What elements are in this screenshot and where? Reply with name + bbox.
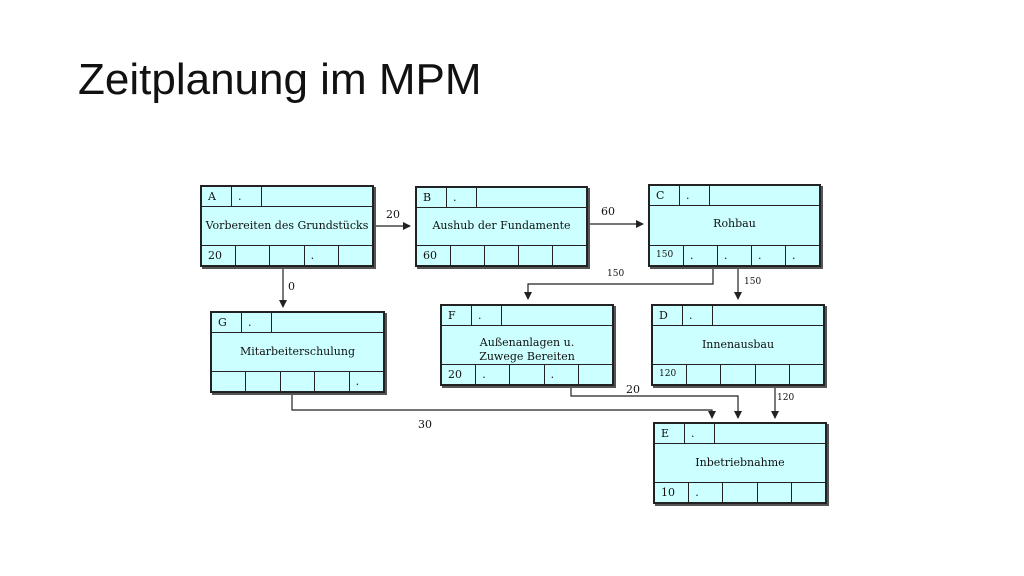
node-g-name: Mitarbeiterschulung [240, 345, 355, 358]
node-a-cell [339, 246, 372, 265]
node-g-top-value: . [242, 313, 272, 333]
edge-label-c-d: 150 [744, 277, 762, 287]
edge-g-e [291, 392, 716, 419]
node-a-id: A [202, 187, 232, 207]
node-f-cell [579, 365, 612, 384]
node-b-cell: 60 [417, 246, 451, 265]
node-e: E . Inbetriebnahme 10 . [653, 422, 827, 504]
node-e-top-value: . [685, 424, 715, 444]
node-c-cell: 150 [650, 246, 684, 265]
node-e-cell [758, 483, 792, 502]
node-f-id: F [442, 306, 472, 326]
node-f-cell [510, 365, 545, 384]
node-a-cell [236, 246, 271, 265]
edge-f-e [570, 386, 742, 419]
node-b-cell [485, 246, 519, 265]
node-a-cell [270, 246, 305, 265]
node-g-cell [246, 372, 281, 391]
node-b-cell [451, 246, 485, 265]
node-b: B . Aushub der Fundamente 60 [415, 186, 588, 267]
node-d-name: Innenausbau [701, 338, 775, 351]
slide-title: Zeitplanung im MPM [78, 55, 482, 104]
node-g-cell: . [355, 375, 360, 388]
node-d-cell: 120 [653, 365, 688, 384]
node-g-cell [281, 372, 316, 391]
node-d-cell [790, 365, 823, 384]
node-e-cell: . [689, 483, 724, 502]
node-c-id: C [650, 186, 680, 206]
node-b-top-value: . [447, 188, 477, 208]
edge-label-f-e: 20 [626, 383, 640, 396]
node-c-cell: . [718, 246, 752, 265]
node-b-cell [519, 246, 553, 265]
node-d-cell [756, 365, 790, 384]
node-c: C . Rohbau 150 . . . . [648, 184, 821, 267]
node-d-cell [721, 365, 756, 384]
node-f: F . Außenanlagen u. Zuwege Bereiten 20 .… [440, 304, 614, 386]
node-d-cell [687, 365, 722, 384]
node-c-cell: . [752, 246, 786, 265]
node-e-cell [723, 483, 758, 502]
node-a-top-value: . [232, 187, 262, 207]
node-e-cell [792, 483, 825, 502]
node-g-id: G [212, 313, 242, 333]
node-g-cell [212, 372, 247, 391]
edge-label-a-g: 0 [288, 280, 295, 293]
node-b-cell [553, 246, 586, 265]
edge-label-g-e: 30 [418, 418, 432, 431]
node-a: A . Vorbereiten des Grundstücks 20 . [200, 185, 374, 267]
edge-label-b-c: 60 [601, 205, 615, 218]
edge-c-f [524, 267, 714, 300]
node-a-name: Vorbereiten des Grundstücks [205, 219, 369, 232]
node-c-cell: . [684, 246, 718, 265]
node-c-name: Rohbau [713, 217, 756, 230]
node-a-cell: 20 [202, 246, 237, 265]
node-f-cell: . [545, 365, 579, 384]
node-f-name: Außenanlagen u. Zuwege Bereiten [479, 336, 575, 363]
node-e-id: E [655, 424, 685, 444]
node-b-id: B [417, 188, 447, 208]
edge-label-d-e: 120 [777, 393, 795, 403]
node-d: D . Innenausbau 120 [651, 304, 825, 386]
node-c-cell: . [792, 249, 796, 262]
node-c-top-value: . [680, 186, 710, 206]
node-f-cell: . [476, 365, 511, 384]
node-e-name: Inbetriebnahme [695, 456, 785, 469]
node-g-cell [315, 372, 350, 391]
node-e-cell: 10 [655, 483, 690, 502]
node-d-top-value: . [683, 306, 713, 326]
node-d-id: D [653, 306, 683, 326]
node-a-cell: . [305, 246, 339, 265]
node-b-name: Aushub der Fundamente [432, 219, 571, 232]
node-g: G . Mitarbeiterschulung . [210, 311, 385, 393]
edge-label-c-f: 150 [607, 269, 625, 279]
node-f-cell: 20 [442, 365, 477, 384]
edge-label-a-b: 20 [386, 208, 400, 221]
node-f-top-value: . [472, 306, 502, 326]
